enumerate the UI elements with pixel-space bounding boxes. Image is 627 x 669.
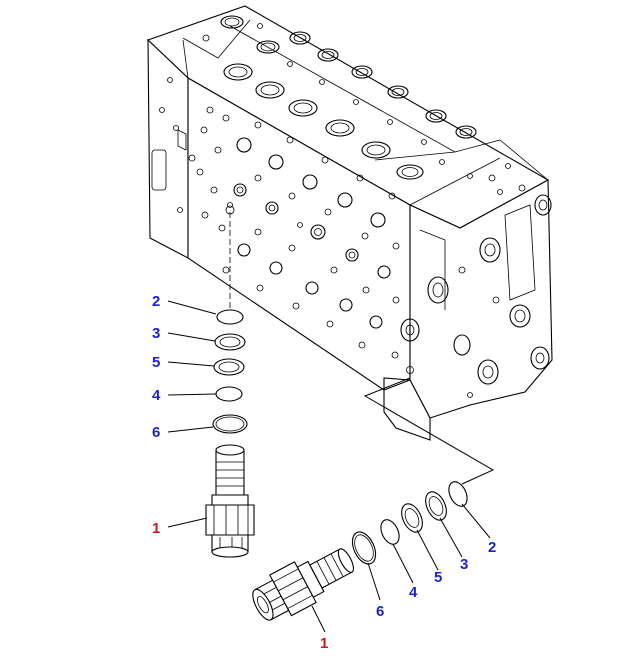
right-part-4-oring [380, 519, 400, 545]
callout-right-1: 1 [320, 635, 328, 652]
callout-labels: 2 3 5 4 6 1 2 3 5 4 6 1 [152, 293, 496, 652]
right-part-1-valve-cartridge [252, 548, 354, 621]
right-part-2-oring [448, 481, 468, 507]
right-part-6-oring [351, 531, 377, 565]
callout-leaders [167, 300, 491, 633]
callout-left-2: 2 [152, 293, 160, 310]
callout-right-2: 2 [488, 539, 496, 556]
callout-left-1: 1 [152, 520, 160, 537]
right-part-5-backup-ring [401, 503, 423, 533]
callout-left-3: 3 [152, 325, 160, 342]
left-valve-stack [205, 212, 255, 558]
callout-right-6: 6 [376, 603, 384, 620]
callout-right-4: 4 [409, 584, 418, 601]
callout-right-5: 5 [434, 569, 442, 586]
left-part-5-backup-ring [213, 358, 245, 376]
left-part-2-oring [216, 309, 244, 325]
front-face-ports [196, 106, 400, 359]
right-part-3-backup-ring [425, 491, 447, 521]
callout-left-6: 6 [152, 424, 160, 441]
left-part-4-oring [215, 386, 243, 402]
right-valve-stack [252, 377, 495, 621]
callout-left-4: 4 [152, 387, 161, 404]
callout-right-3: 3 [460, 556, 468, 573]
left-part-6-oring [212, 414, 248, 434]
left-part-1-valve-cartridge [205, 444, 255, 558]
valve-body [146, 5, 553, 441]
callout-left-5: 5 [152, 354, 160, 371]
left-part-3-backup-ring [214, 333, 246, 351]
